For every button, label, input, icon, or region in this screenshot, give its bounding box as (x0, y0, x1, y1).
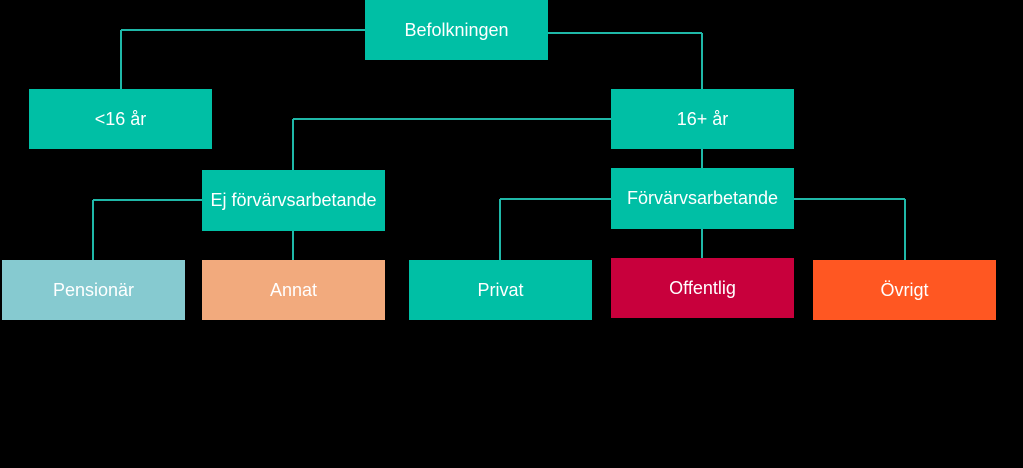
node-forvarvsarbetande-label: Förvärvsarbetande (626, 188, 779, 208)
node-over-16-label: 16+ år (676, 108, 729, 129)
node-annat: Annat (202, 260, 385, 320)
node-pensionar-label: Pensionär (52, 279, 135, 300)
node-privat: Privat (409, 260, 592, 320)
node-befolkningen-label: Befolkningen (404, 19, 509, 40)
node-offentlig-label: Offentlig (669, 277, 736, 298)
node-offentlig: Offentlig (611, 258, 794, 318)
node-under-16: <16 år (29, 89, 212, 149)
node-ej-forvarvsarbetande: Ej förvärvsarbetande (202, 170, 385, 231)
node-ovrigt-label: Övrigt (880, 279, 929, 300)
node-pensionar: Pensionär (2, 260, 185, 320)
node-ej-forvarvsarbetande-label: Ej förvärvsarbetande (210, 190, 377, 210)
node-ovrigt: Övrigt (813, 260, 996, 320)
node-annat-label: Annat (269, 279, 318, 300)
node-forvarvsarbetande: Förvärvsarbetande (611, 168, 794, 229)
node-under-16-label: <16 år (94, 108, 147, 129)
node-befolkningen: Befolkningen (365, 0, 548, 60)
node-privat-label: Privat (477, 279, 524, 300)
node-over-16: 16+ år (611, 89, 794, 149)
